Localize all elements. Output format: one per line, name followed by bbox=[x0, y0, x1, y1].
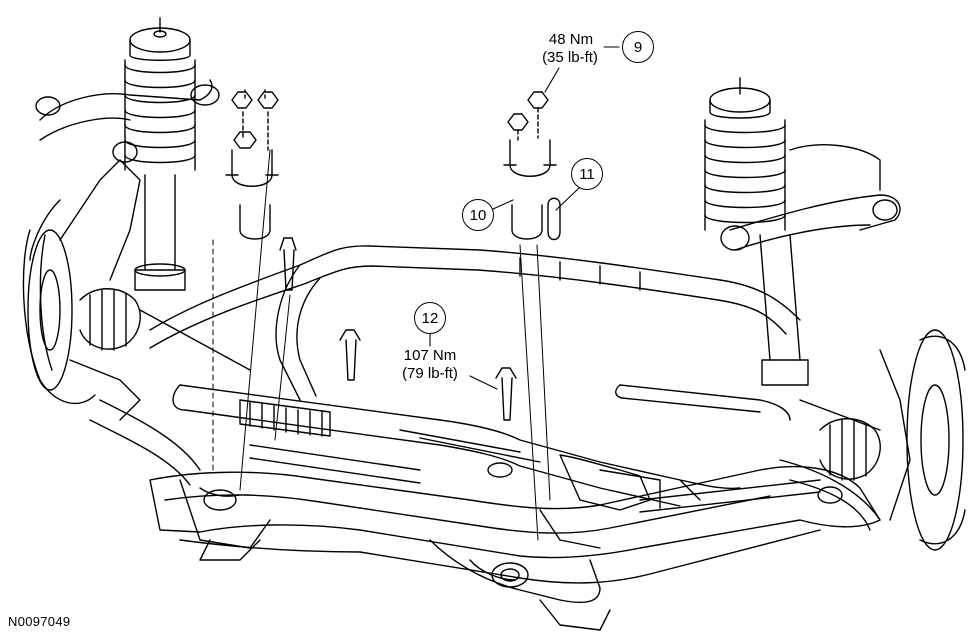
callout-9-number: 9 bbox=[633, 38, 643, 56]
torque-9-nm: 48 Nm bbox=[548, 31, 594, 48]
callout-10: 10 bbox=[462, 199, 494, 231]
torque-9-lbft: (35 lb-ft) bbox=[542, 49, 598, 66]
callout-9: 9 bbox=[622, 31, 654, 63]
torque-12-nm: 107 Nm bbox=[403, 347, 457, 364]
torque-12-lbft: (79 lb-ft) bbox=[402, 365, 458, 382]
subframe bbox=[149, 465, 881, 631]
left-strut-assembly bbox=[124, 17, 196, 291]
lower-control-arms bbox=[89, 399, 881, 531]
callout-11: 11 bbox=[571, 158, 603, 190]
left-wheel-hub bbox=[22, 159, 251, 421]
callout-12-number: 12 bbox=[421, 309, 439, 327]
stabilizer-bar bbox=[149, 245, 801, 401]
right-strut-assembly bbox=[704, 77, 809, 386]
callout-leaders bbox=[429, 46, 620, 390]
tie-rods bbox=[249, 444, 821, 513]
callout-12: 12 bbox=[414, 302, 446, 334]
figure-id: N0097049 bbox=[8, 614, 71, 629]
right-wheel-hub bbox=[799, 329, 966, 551]
left-upper-arm bbox=[35, 79, 220, 163]
callout-11-number: 11 bbox=[579, 165, 595, 183]
right-upper-arm bbox=[720, 144, 901, 251]
left-stabilizer-bracket bbox=[212, 89, 361, 491]
callout-10-number: 10 bbox=[469, 206, 487, 224]
right-stabilizer-bracket bbox=[495, 91, 561, 541]
steering-rack bbox=[172, 384, 791, 511]
